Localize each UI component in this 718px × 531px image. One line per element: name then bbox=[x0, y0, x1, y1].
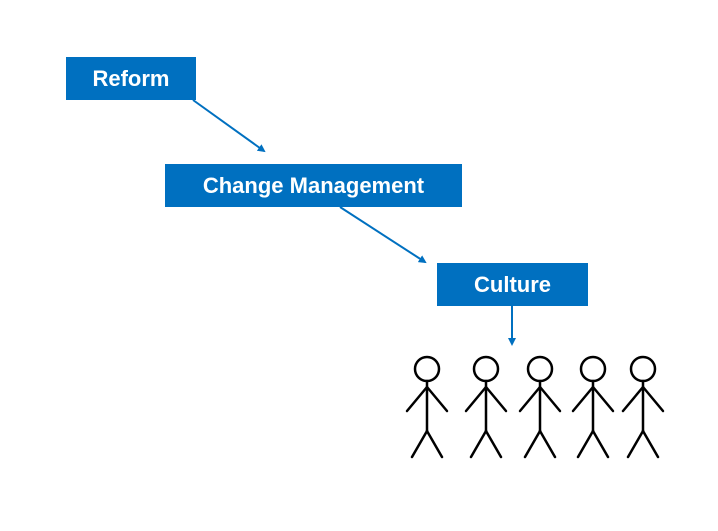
stick-figure-icon bbox=[405, 355, 449, 459]
culture-box: Culture bbox=[437, 263, 588, 306]
change-management-box: Change Management bbox=[165, 164, 462, 207]
reform-box: Reform bbox=[66, 57, 196, 100]
change-management-label: Change Management bbox=[202, 172, 425, 198]
stick-figure-icon bbox=[571, 355, 615, 459]
stick-figure-icon bbox=[518, 355, 562, 459]
reform-label: Reform bbox=[92, 65, 170, 91]
stick-figure-icon bbox=[464, 355, 508, 459]
arrow-change-to-culture bbox=[339, 206, 427, 264]
people-group bbox=[405, 355, 665, 459]
culture-label: Culture bbox=[474, 271, 551, 297]
arrow-reform-to-change bbox=[192, 99, 266, 153]
stick-figure-icon bbox=[621, 355, 665, 459]
